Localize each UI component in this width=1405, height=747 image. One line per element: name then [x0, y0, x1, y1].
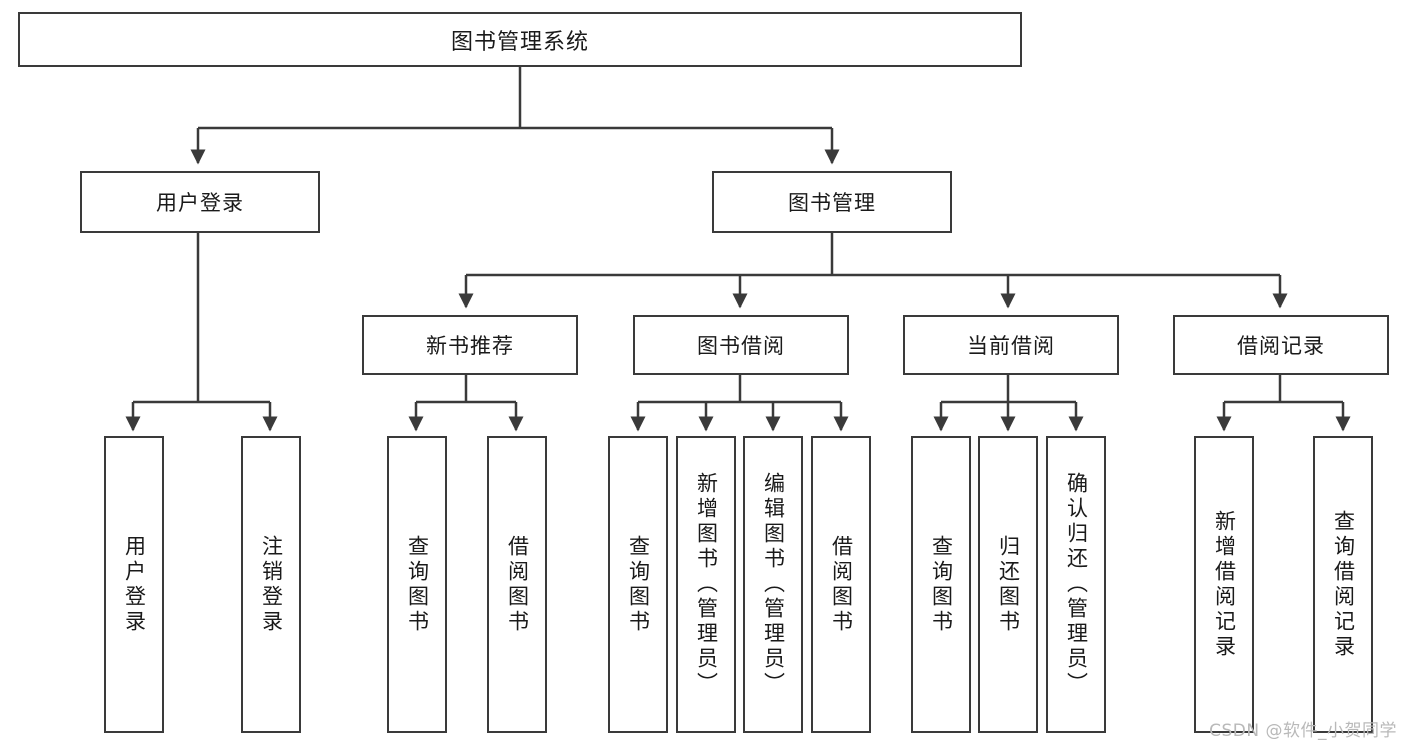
node-leaf-edit-book[interactable]: 编辑图书（管理员）	[743, 436, 803, 733]
node-leaf-query-book-3[interactable]: 查询图书	[911, 436, 971, 733]
node-root-book-management-system[interactable]: 图书管理系统	[18, 12, 1022, 67]
node-label: 图书借阅	[697, 334, 785, 358]
node-label: 借阅记录	[1237, 334, 1325, 358]
node-borrow-record[interactable]: 借阅记录	[1173, 315, 1389, 375]
node-label: 用户登录	[156, 191, 244, 215]
node-leaf-borrow-book-2[interactable]: 借阅图书	[811, 436, 871, 733]
node-label: 新增借阅记录	[1212, 509, 1237, 660]
node-label: 查询借阅记录	[1331, 509, 1356, 660]
node-leaf-confirm-return[interactable]: 确认归还（管理员）	[1046, 436, 1106, 733]
node-label: 注销登录	[259, 534, 284, 635]
node-book-management[interactable]: 图书管理	[712, 171, 952, 233]
node-label: 当前借阅	[967, 334, 1055, 358]
node-leaf-logout-login[interactable]: 注销登录	[241, 436, 301, 733]
node-label: 查询图书	[626, 534, 651, 635]
node-leaf-query-book-2[interactable]: 查询图书	[608, 436, 668, 733]
node-label: 用户登录	[122, 534, 147, 635]
node-leaf-add-book[interactable]: 新增图书（管理员）	[676, 436, 736, 733]
node-label: 新增图书（管理员）	[694, 472, 719, 697]
node-label: 图书管理	[788, 191, 876, 215]
node-book-borrow[interactable]: 图书借阅	[633, 315, 849, 375]
node-label: 新书推荐	[426, 334, 514, 358]
node-leaf-user-login[interactable]: 用户登录	[104, 436, 164, 733]
node-leaf-return-book[interactable]: 归还图书	[978, 436, 1038, 733]
node-label: 归还图书	[996, 534, 1021, 635]
node-label: 查询图书	[405, 534, 430, 635]
node-leaf-query-record[interactable]: 查询借阅记录	[1313, 436, 1373, 733]
node-leaf-add-record[interactable]: 新增借阅记录	[1194, 436, 1254, 733]
node-label: 借阅图书	[829, 534, 854, 635]
node-user-login[interactable]: 用户登录	[80, 171, 320, 233]
node-label: 借阅图书	[505, 534, 530, 635]
watermark: CSDN @软件_小贺同学	[1209, 721, 1397, 741]
node-label: 确认归还（管理员）	[1064, 472, 1089, 697]
node-new-book-recommend[interactable]: 新书推荐	[362, 315, 578, 375]
node-label: 查询图书	[929, 534, 954, 635]
node-leaf-query-book-1[interactable]: 查询图书	[387, 436, 447, 733]
node-leaf-borrow-book-1[interactable]: 借阅图书	[487, 436, 547, 733]
node-label: 图书管理系统	[450, 29, 589, 55]
node-label: 编辑图书（管理员）	[761, 472, 786, 697]
node-current-borrow[interactable]: 当前借阅	[903, 315, 1119, 375]
